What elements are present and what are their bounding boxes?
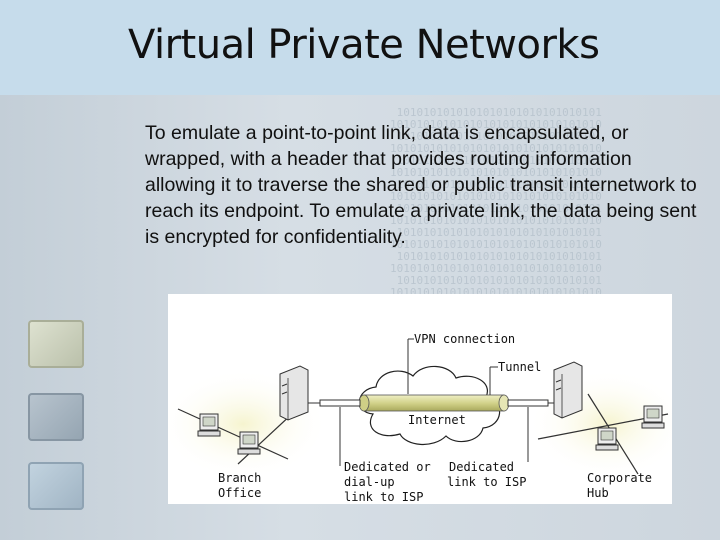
decorative-square-1	[28, 320, 84, 368]
tunnel-pipe	[363, 394, 505, 412]
dedicated-link-label-line1: Dedicated	[449, 460, 514, 474]
decorative-square-3	[28, 462, 84, 510]
binary-watermark: 1010101010101010101010101010101 10101010…	[390, 106, 602, 316]
vpn-diagram: VPN connection Tunnel Internet Branch Of…	[168, 294, 672, 504]
corporate-hub-label-line1: Corporate	[587, 471, 652, 485]
branch-server-icon	[279, 365, 309, 421]
dedicated-link-label-line2: link to ISP	[447, 475, 526, 489]
slide-title: Virtual Private Networks	[128, 22, 600, 68]
slide-body-text: To emulate a point-to-point link, data i…	[145, 122, 697, 248]
branch-office-label-line2: Office	[218, 486, 261, 500]
branch-computer-icon-2	[237, 431, 261, 455]
tunnel-label: Tunnel	[498, 360, 541, 374]
dedicated-dialup-label-line2: dial-up	[344, 475, 395, 489]
title-band	[0, 0, 720, 95]
hub-computer-icon-2	[641, 405, 665, 429]
vpn-connection-label: VPN connection	[414, 332, 515, 346]
hub-server-icon	[553, 361, 583, 419]
dedicated-dialup-label-line1: Dedicated or	[344, 460, 431, 474]
decorative-square-2	[28, 393, 84, 441]
corporate-hub-label-line2: Hub	[587, 486, 609, 500]
hub-computer-icon-1	[595, 427, 619, 451]
internet-label: Internet	[408, 413, 466, 427]
dedicated-dialup-label-line3: link to ISP	[344, 490, 423, 504]
branch-office-label-line1: Branch	[218, 471, 261, 485]
branch-computer-icon-1	[197, 413, 221, 437]
